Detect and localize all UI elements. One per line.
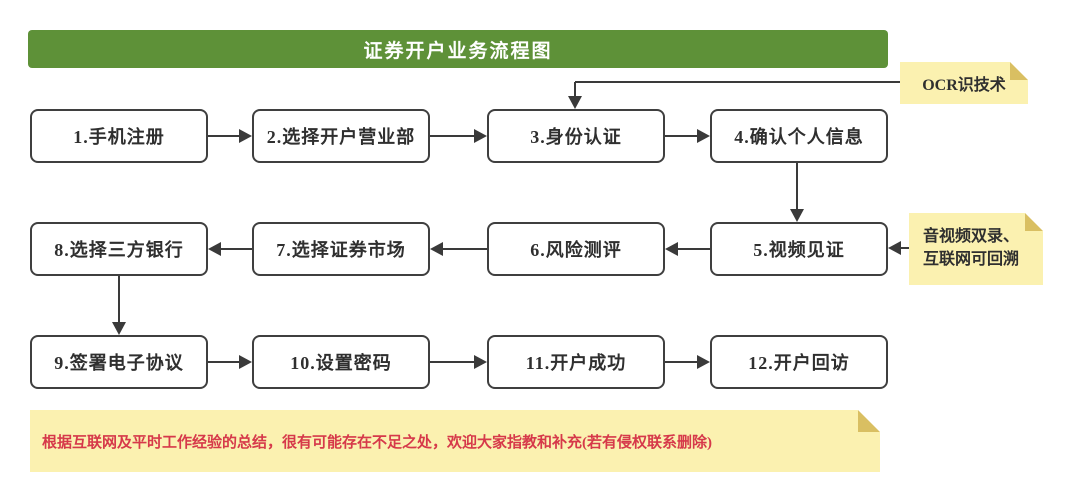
arrow-step7-to-step8 xyxy=(208,242,252,256)
arrow-step11-to-step12 xyxy=(665,355,710,369)
flow-step-1: 1.手机注册 xyxy=(30,109,208,163)
arrowhead-down-icon xyxy=(112,322,126,335)
diagram-title: 证券开户业务流程图 xyxy=(28,30,888,68)
arrowhead-left-icon xyxy=(888,241,901,255)
arrow-ocr-to-step3 xyxy=(568,82,582,109)
note-av-line1: 音视频双录、 xyxy=(923,228,1020,245)
note-ocr: OCR识技术 xyxy=(900,62,1028,104)
flow-step-4: 4.确认个人信息 xyxy=(710,109,888,163)
arrow-shaft xyxy=(208,135,242,137)
flow-step-7: 7.选择证券市场 xyxy=(252,222,430,276)
arrowhead-right-icon xyxy=(239,129,252,143)
note-av-line2: 互联网可回溯 xyxy=(923,251,1020,269)
arrow-shaft xyxy=(574,82,576,99)
arrow-shaft xyxy=(118,276,120,325)
arrow-step5-to-step6 xyxy=(665,242,710,256)
arrow-step9-to-step10 xyxy=(208,355,252,369)
flow-step-8: 8.选择三方银行 xyxy=(30,222,208,276)
arrow-shaft xyxy=(440,248,487,250)
arrow-shaft xyxy=(675,248,710,250)
arrowhead-left-icon xyxy=(430,242,443,256)
arrow-shaft xyxy=(898,247,909,249)
note-disclaimer: 根据互联网及平时工作经验的总结，很有可能存在不足之处，欢迎大家指教和补充(若有侵… xyxy=(30,410,880,472)
arrow-step1-to-step2 xyxy=(208,129,252,143)
note-ocr-text: OCR识技术 xyxy=(922,77,1006,94)
arrow-shaft xyxy=(208,361,242,363)
arrowhead-right-icon xyxy=(697,355,710,369)
arrow-note-to-step5 xyxy=(888,241,909,255)
arrow-shaft xyxy=(430,135,477,137)
arrowhead-down-icon xyxy=(568,96,582,109)
arrow-shaft xyxy=(218,248,252,250)
arrow-step10-to-step11 xyxy=(430,355,487,369)
flow-step-3: 3.身份认证 xyxy=(487,109,665,163)
arrowhead-right-icon xyxy=(474,355,487,369)
arrow-step6-to-step7 xyxy=(430,242,487,256)
diagram-title-text: 证券开户业务流程图 xyxy=(363,40,553,62)
flow-step-10: 10.设置密码 xyxy=(252,335,430,389)
flow-step-2: 2.选择开户营业部 xyxy=(252,109,430,163)
flow-step-9: 9.签署电子协议 xyxy=(30,335,208,389)
arrowhead-left-icon xyxy=(208,242,221,256)
arrowhead-right-icon xyxy=(239,355,252,369)
flow-step-6: 6.风险测评 xyxy=(487,222,665,276)
flow-step-5: 5.视频见证 xyxy=(710,222,888,276)
note-disclaimer-text: 根据互联网及平时工作经验的总结，很有可能存在不足之处，欢迎大家指教和补充(若有侵… xyxy=(42,434,712,451)
arrowhead-right-icon xyxy=(474,129,487,143)
flow-step-12: 12.开户回访 xyxy=(710,335,888,389)
arrow-step2-to-step3 xyxy=(430,129,487,143)
arrowhead-left-icon xyxy=(665,242,678,256)
arrow-shaft xyxy=(796,163,798,212)
arrow-shaft xyxy=(430,361,477,363)
flow-step-11: 11.开户成功 xyxy=(487,335,665,389)
connector-ocr-line xyxy=(575,81,900,83)
arrowhead-right-icon xyxy=(697,129,710,143)
arrow-shaft xyxy=(665,135,700,137)
arrowhead-down-icon xyxy=(790,209,804,222)
arrow-shaft xyxy=(665,361,700,363)
note-audio-video: 音视频双录、 互联网可回溯 xyxy=(909,213,1043,285)
arrow-step3-to-step4 xyxy=(665,129,710,143)
arrow-step8-to-step9 xyxy=(112,276,126,335)
arrow-step4-to-step5 xyxy=(790,163,804,222)
